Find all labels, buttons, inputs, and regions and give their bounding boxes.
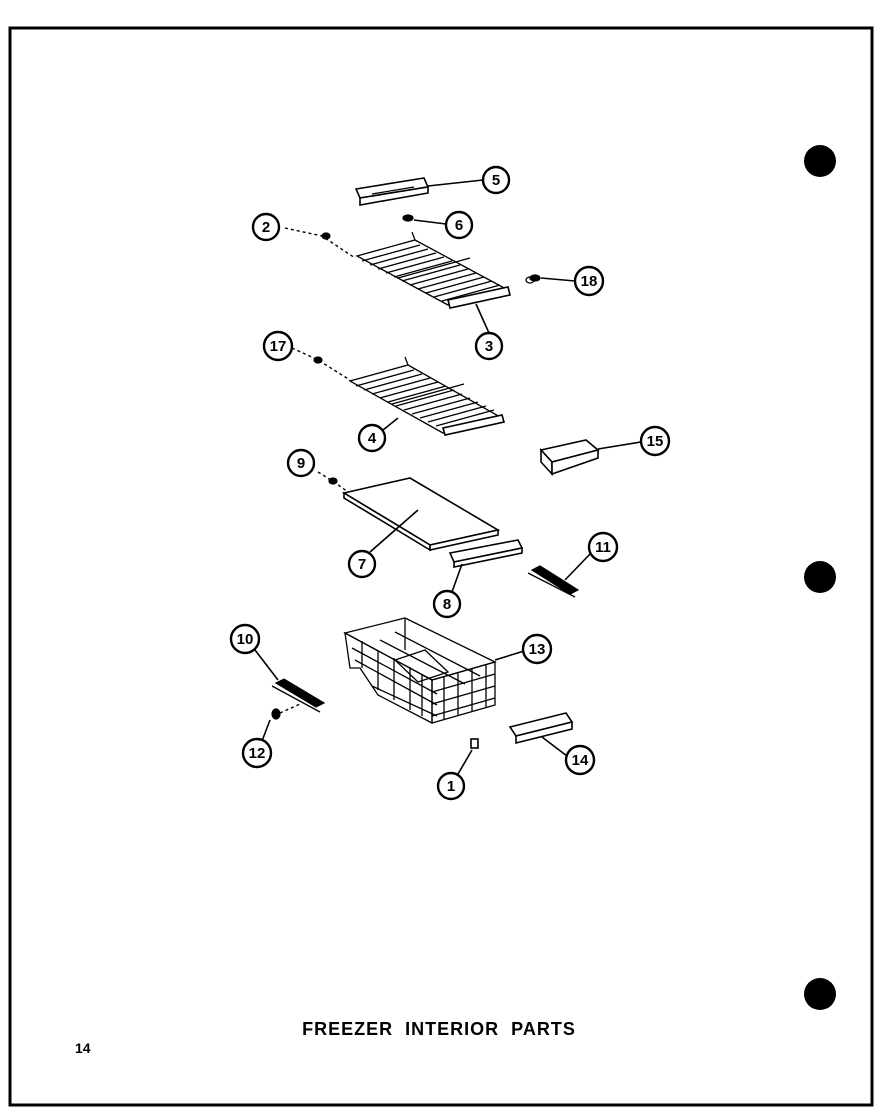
part-17-screw	[291, 347, 351, 381]
callout-2: 2	[251, 212, 281, 242]
diagram-title: FREEZER INTERIOR PARTS	[302, 1019, 576, 1039]
callout-label: 2	[262, 219, 270, 236]
part-1-clip	[470, 738, 479, 749]
part-2-screw	[284, 227, 356, 259]
binder-hole-middle	[804, 561, 836, 593]
callout-label: 1	[447, 778, 455, 795]
part-12-clip	[271, 703, 301, 720]
part-9-screw	[317, 471, 349, 493]
callout-9: 9	[286, 448, 316, 478]
callout-label: 8	[443, 596, 451, 613]
part-13-wire-basket	[343, 617, 497, 725]
callout-label: 13	[529, 641, 546, 658]
part-6-clip	[402, 214, 414, 222]
callout-label: 11	[595, 539, 611, 556]
callout-label: 12	[249, 745, 266, 762]
callout-label: 9	[297, 455, 305, 472]
callout-label: 4	[368, 430, 377, 447]
part-7-glass-panel	[341, 477, 501, 552]
part-11-slide-rail	[527, 565, 580, 598]
part-14-front-bar	[508, 712, 574, 745]
callout-label: 5	[492, 172, 500, 189]
callout-12: 12	[241, 737, 273, 769]
callout-label: 7	[358, 556, 366, 573]
callout-label: 18	[581, 273, 598, 290]
callout-3: 3	[474, 331, 504, 361]
callout-10: 10	[229, 623, 261, 655]
part-15-bracket	[539, 439, 600, 477]
callout-7: 7	[347, 549, 377, 579]
part-5-rail	[354, 177, 430, 206]
page-number: 14	[75, 1040, 91, 1056]
page-border	[8, 26, 874, 1107]
binder-hole-bottom	[804, 978, 836, 1010]
binder-hole-top	[804, 145, 836, 177]
part-4-wire-shelf	[348, 356, 506, 436]
callout-label: 14	[572, 752, 589, 769]
callout-4: 4	[357, 423, 387, 453]
callout-11: 11	[587, 531, 619, 563]
leader-lines	[254, 179, 642, 775]
callout-label: 3	[485, 338, 493, 355]
callout-label: 6	[455, 217, 463, 234]
callout-label: 15	[647, 433, 664, 450]
callout-18: 18	[573, 265, 605, 297]
callout-17: 17	[262, 330, 294, 362]
callout-15: 15	[639, 425, 671, 457]
part-10-slide-rail	[271, 678, 326, 713]
part-8-trim	[448, 539, 524, 568]
callout-label: 10	[237, 631, 254, 648]
part-18-clip	[525, 274, 541, 284]
part-3-wire-shelf	[355, 231, 511, 309]
callout-13: 13	[521, 633, 553, 665]
callout-14: 14	[564, 744, 596, 776]
callout-label: 17	[270, 338, 287, 355]
callout-8: 8	[432, 589, 462, 619]
callout-5: 5	[481, 165, 511, 195]
callout-1: 1	[436, 771, 466, 801]
callout-6: 6	[444, 210, 474, 240]
